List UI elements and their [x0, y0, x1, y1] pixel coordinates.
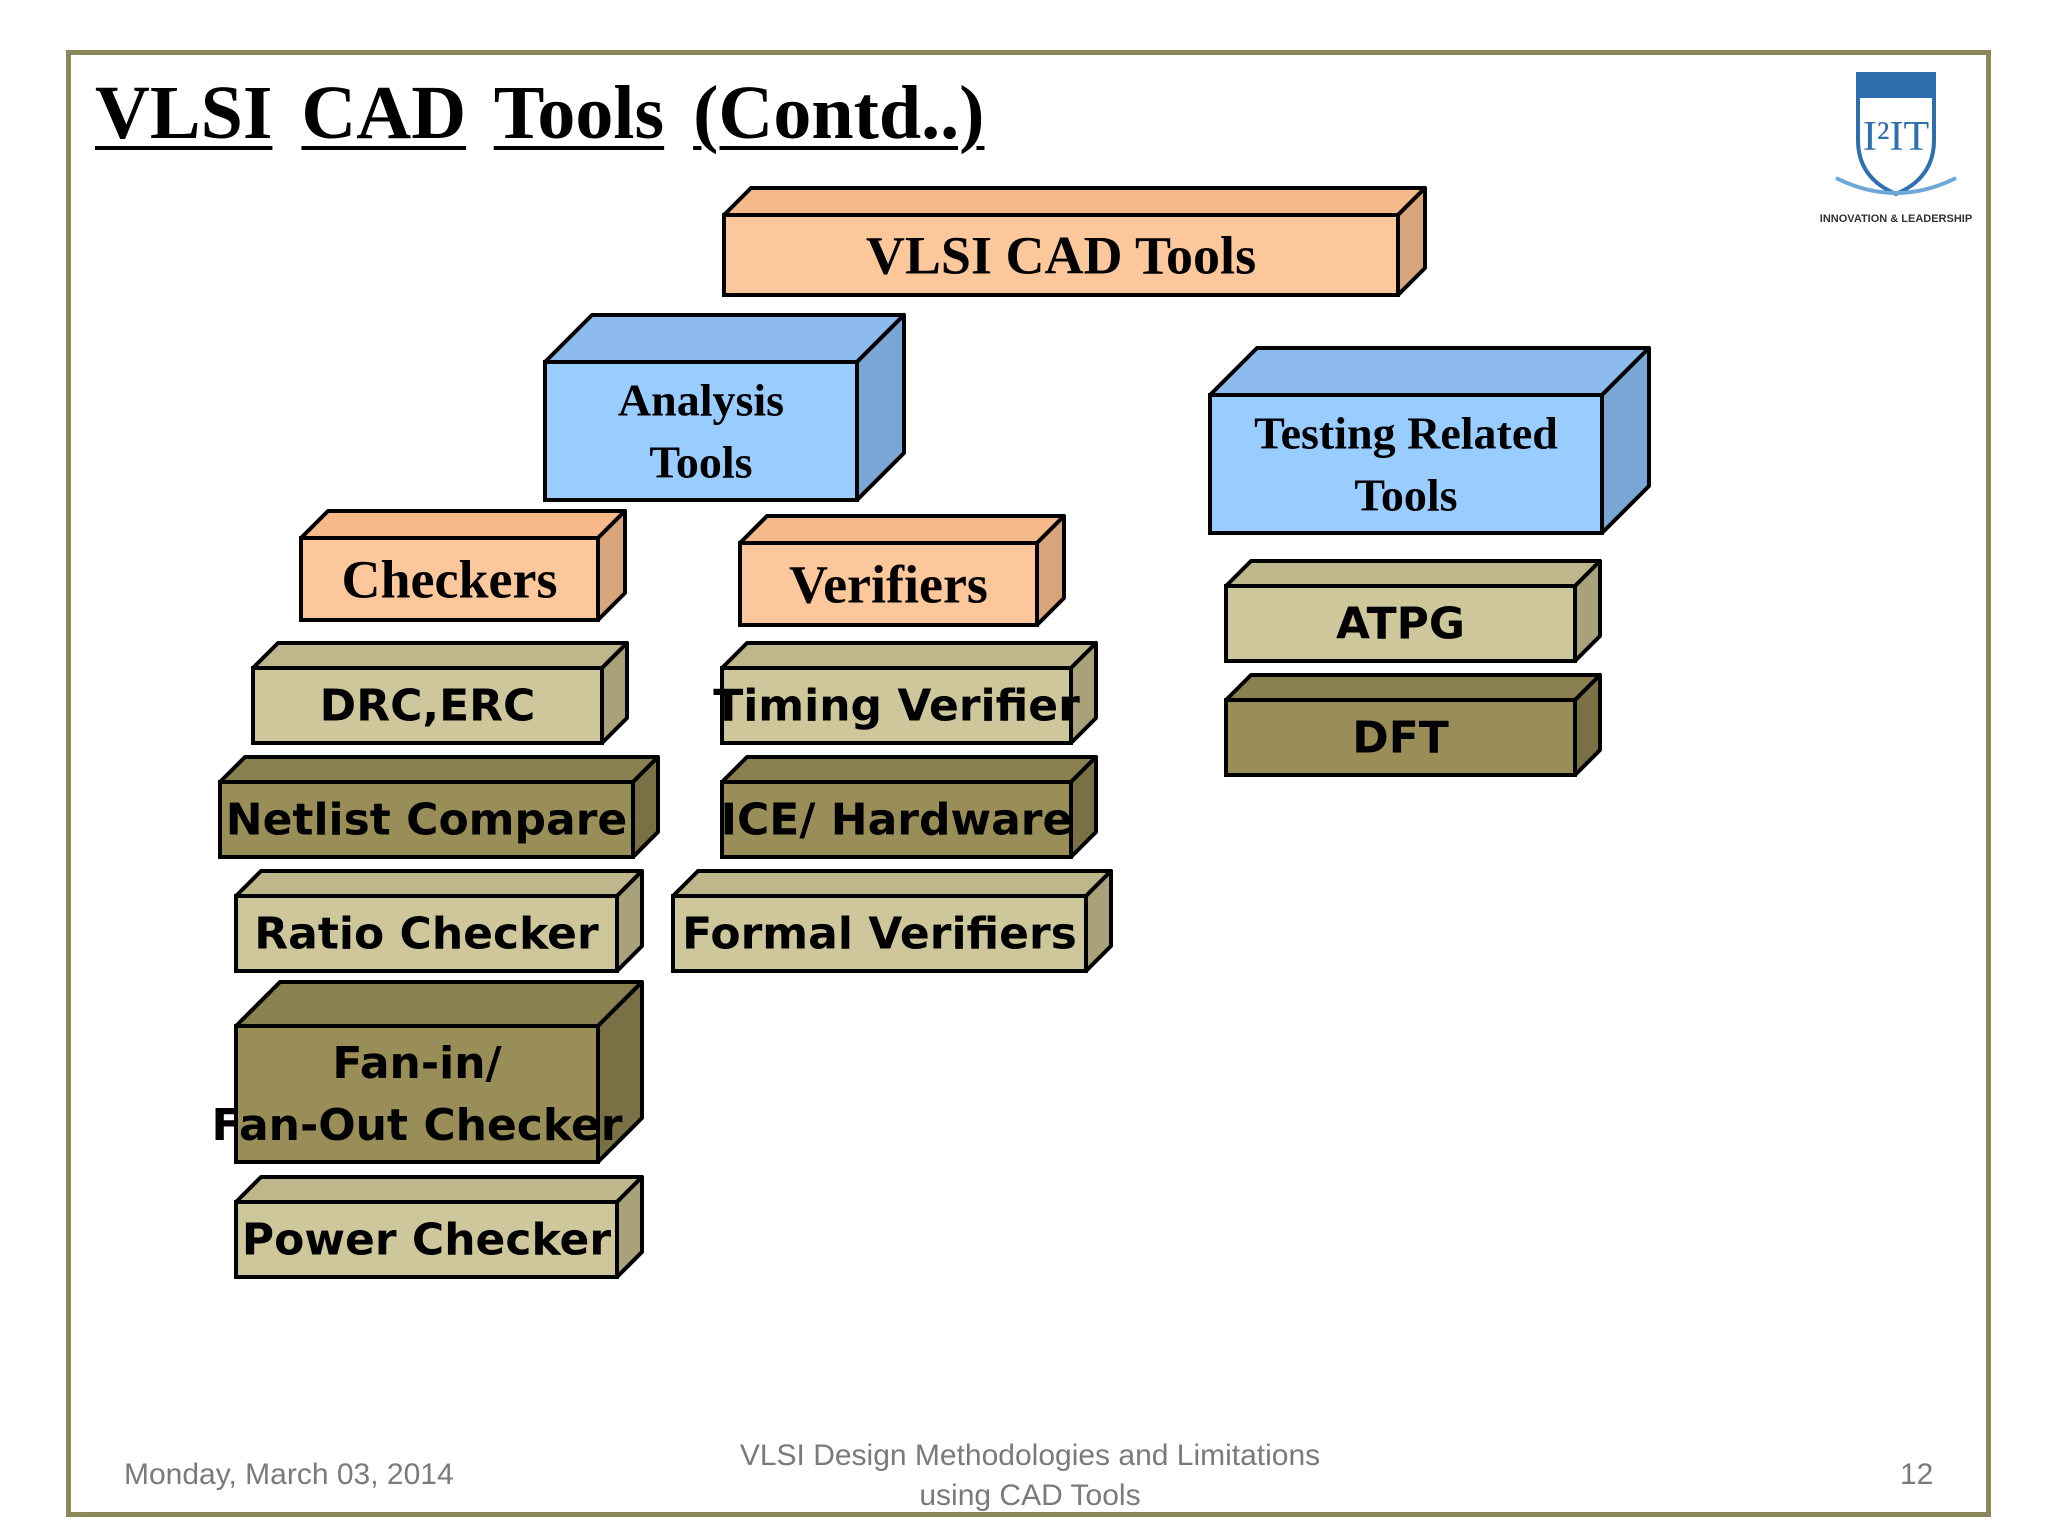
box-face: [1224, 584, 1577, 663]
logo-mark: I²IT: [1863, 114, 1929, 160]
slide-frame: [66, 50, 1991, 1517]
box-atpg: ATPG: [1224, 559, 1602, 663]
box-label: Fan-in/: [332, 1038, 502, 1089]
box-top: [722, 186, 1427, 217]
box-drc-erc: DRC,ERC: [251, 641, 629, 745]
box-label: ICE/ Hardware: [721, 794, 1073, 845]
box-top: [299, 509, 627, 540]
box-label: Analysis: [618, 375, 784, 426]
footer-date: Monday, March 03, 2014: [124, 1458, 454, 1491]
box-face: [720, 666, 1073, 745]
box-label: Netlist Compare: [226, 794, 628, 845]
title-word-2: CAD: [301, 71, 467, 155]
box-top: [671, 869, 1113, 898]
box-label: DRC,ERC: [320, 680, 536, 731]
box-label: Verifiers: [789, 554, 988, 614]
box-label: Tools: [649, 437, 752, 488]
box-face: [671, 894, 1088, 973]
box-formal-verifiers: Formal Verifiers: [671, 869, 1113, 973]
box-top: [234, 869, 644, 898]
box-label: DFT: [1352, 712, 1449, 763]
box-top: [234, 1175, 644, 1204]
box-top: [251, 641, 629, 670]
box-label: Testing Related: [1254, 408, 1558, 459]
box-top: [720, 641, 1098, 670]
footer-title: VLSI Design Methodologies and Limitation…: [680, 1436, 1380, 1516]
box-netlist-compare: Netlist Compare: [218, 755, 660, 859]
box-ratio-checker: Ratio Checker: [234, 869, 644, 973]
title-word-4: (Contd..): [693, 71, 985, 155]
title-word-1: VLSI: [95, 71, 273, 155]
box-top: [1224, 673, 1602, 702]
box-top: [738, 514, 1066, 545]
logo-banner: [1858, 74, 1934, 98]
logo-tagline: INNOVATION & LEADERSHIP: [1820, 213, 1972, 225]
box-power-checker: Power Checker: [234, 1175, 644, 1279]
footer-title-line-2: using CAD Tools: [919, 1479, 1141, 1512]
box-face: [234, 1200, 619, 1279]
box-face: [543, 360, 859, 502]
box-ice-hardware: ICE/ Hardware: [720, 755, 1098, 859]
box-top: [720, 755, 1098, 784]
box-label: Fan-Out Checker: [212, 1100, 623, 1151]
box-label: VLSI CAD Tools: [866, 225, 1256, 285]
footer-title-line-1: VLSI Design Methodologies and Limitation…: [739, 1439, 1321, 1472]
box-verifiers: Verifiers: [738, 514, 1066, 627]
box-face: [251, 666, 604, 745]
box-face: [218, 780, 635, 859]
box-label: Ratio Checker: [254, 908, 599, 959]
title-word-3: Tools: [493, 71, 665, 155]
box-face: [234, 894, 619, 973]
box-label: ATPG: [1336, 598, 1465, 649]
box-face: [1224, 698, 1577, 777]
box-face: [1208, 393, 1604, 535]
box-face: [738, 541, 1039, 627]
box-label: Tools: [1354, 470, 1457, 521]
box-face: [720, 780, 1073, 859]
box-top: [1224, 559, 1602, 588]
box-top: [543, 313, 906, 364]
box-face: [234, 1024, 600, 1164]
box-fan-in-fan-out-checker: Fan-in/Fan-Out Checker: [212, 980, 644, 1164]
page-number: 12: [1900, 1458, 1934, 1491]
box-label: Power Checker: [242, 1214, 611, 1265]
box-label: Timing Verifier: [713, 680, 1080, 731]
box-top: [218, 755, 660, 784]
slide-title: VLSI CAD Tools (Contd..): [95, 70, 984, 157]
box-vlsi-cad-tools: VLSI CAD Tools: [722, 186, 1427, 297]
institute-logo: I²IT INNOVATION & LEADERSHIP: [1820, 72, 1972, 225]
box-checkers: Checkers: [299, 509, 627, 622]
box-label: Checkers: [342, 549, 558, 609]
box-dft: DFT: [1224, 673, 1602, 777]
box-face: [722, 213, 1400, 297]
box-top: [234, 980, 644, 1028]
box-timing-verifier: Timing Verifier: [713, 641, 1098, 745]
box-top: [1208, 346, 1651, 397]
logo-ribbon: [1835, 176, 1957, 195]
box-label: Formal Verifiers: [682, 908, 1077, 959]
box-face: [299, 536, 600, 622]
